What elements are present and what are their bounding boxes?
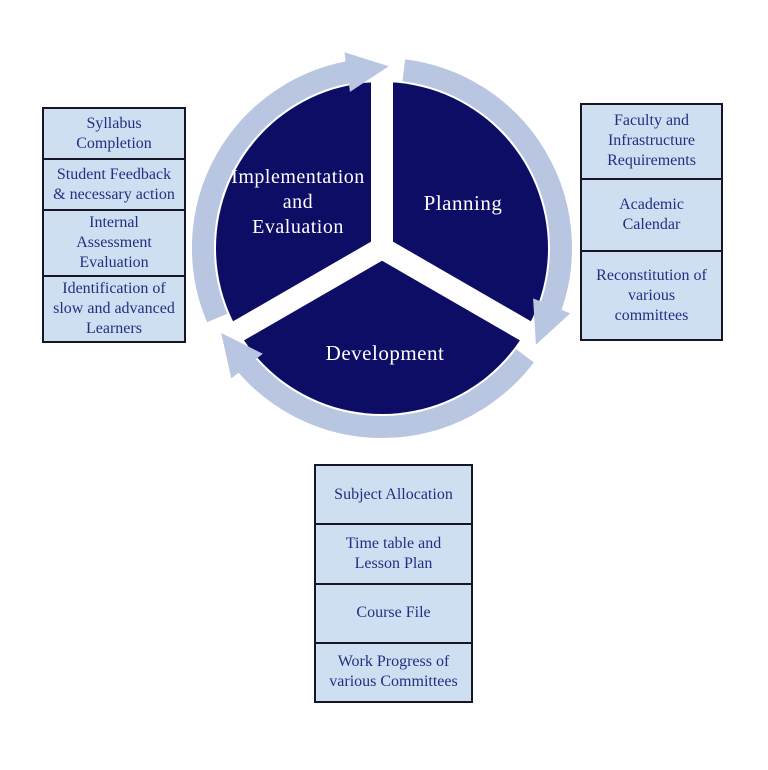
cell-reconstitution-committees: Reconstitution of various committees (596, 266, 707, 324)
cell-syllabus-completion: Syllabus Completion (44, 109, 184, 160)
cell-subject-allocation: Subject Allocation (316, 466, 471, 526)
segment-gap-bottom-right (376, 238, 561, 358)
cell-slow-advanced-learners: Identification of slow and advanced Lear… (53, 280, 175, 337)
cell-work-progress: Work Progress of various Committees (329, 653, 458, 691)
cycle-arrow-left (191, 52, 389, 323)
segment-gap-bottom-left (203, 238, 388, 358)
development-items-table: Subject Allocation Time table and Lesson… (314, 464, 473, 703)
cycle-diagram-svg (191, 48, 572, 439)
cell-academic-calendar: Academic Calendar (582, 180, 721, 253)
cell-faculty-infrastructure: Faculty and Infrastructure Requirements (582, 105, 721, 180)
cell-student-feedback: Student Feedback & necessary action (44, 160, 184, 211)
cell-course-file: Course File (316, 585, 471, 644)
cell-timetable-lesson-plan: Time table and Lesson Plan (316, 525, 471, 585)
cycle-arrow-bottom (221, 332, 534, 439)
implementation-items-table: Syllabus Completion Student Feedback & n… (42, 107, 186, 343)
cycle-arrow-right (402, 59, 572, 345)
cell-internal-assessment: Internal Assessment Evaluation (44, 211, 184, 277)
planning-items-table: Faculty and Infrastructure Requirements … (580, 103, 723, 341)
